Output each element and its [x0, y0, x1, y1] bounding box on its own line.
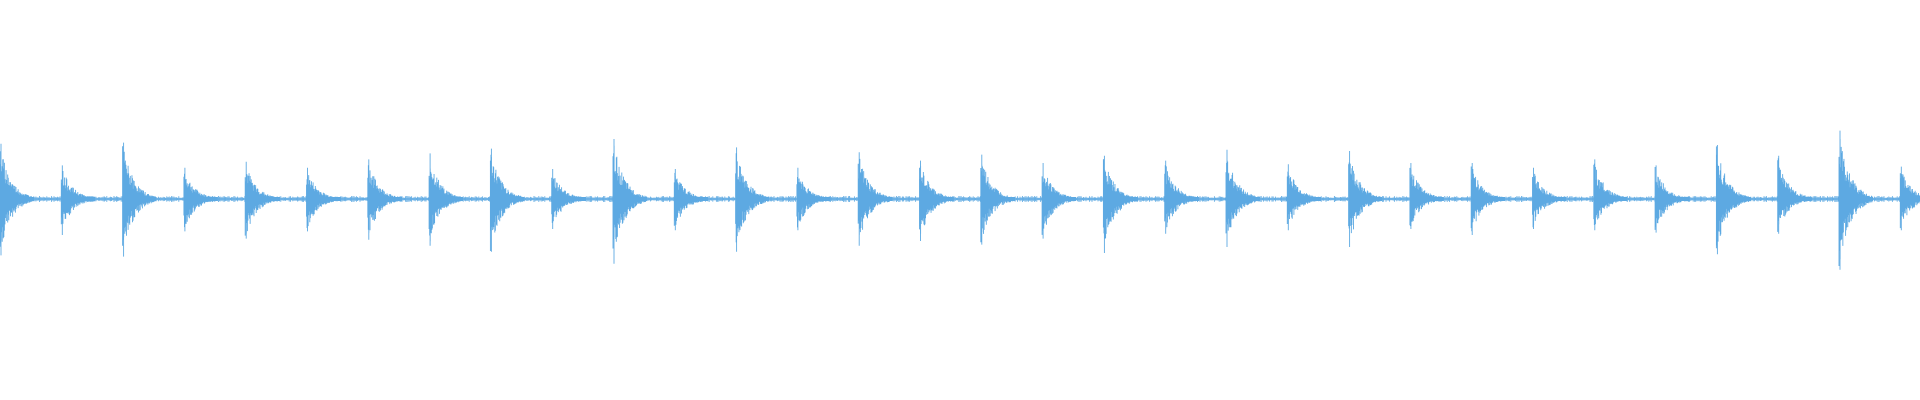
waveform-path [0, 130, 1920, 270]
waveform-beats [0, 130, 1920, 270]
